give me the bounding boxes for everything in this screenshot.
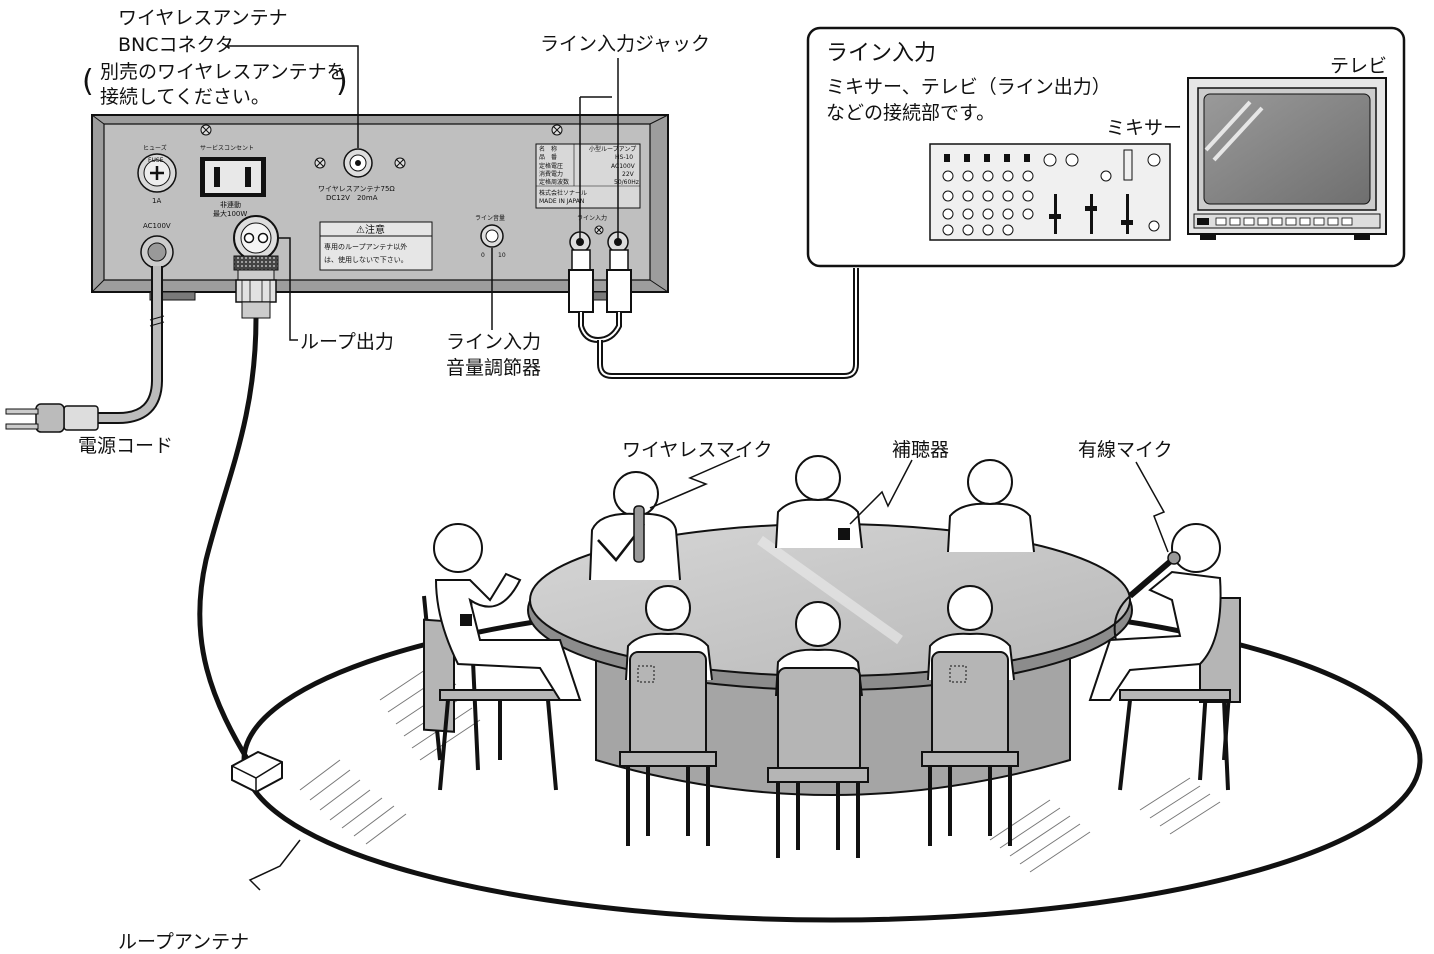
line-volume-label-1: ライン入力 bbox=[446, 331, 541, 353]
service-outlet[interactable] bbox=[200, 157, 266, 197]
rating-key: 品 番 bbox=[539, 154, 557, 161]
rating-key: 名 称 bbox=[539, 145, 557, 153]
antenna-spec: ワイヤレスアンテナ75Ω bbox=[318, 185, 395, 193]
caution-line-2: は、使用しないで下さい。 bbox=[324, 255, 408, 264]
bnc-note-1: 別売のワイヤレスアンテナを bbox=[100, 61, 346, 83]
wireless-signal-icon bbox=[849, 459, 913, 525]
maker-name: 株式会社ソナール bbox=[539, 189, 587, 197]
loop-out-label: ループ出力 bbox=[300, 331, 394, 353]
callout-desc-1: ミキサー、テレビ（ライン出力） bbox=[826, 76, 1111, 98]
person-back-left bbox=[589, 471, 681, 581]
bnc-label-line-1: ワイヤレスアンテナ bbox=[118, 7, 288, 29]
person-right-side bbox=[1088, 523, 1241, 791]
loop-antenna-label: ループアンテナ bbox=[118, 931, 249, 953]
screw-icon bbox=[314, 157, 326, 169]
power-cord bbox=[96, 266, 165, 424]
wireless-mic-icon bbox=[633, 505, 645, 563]
loop-antenna-cable bbox=[197, 317, 259, 772]
line-input-label: ライン入力 bbox=[577, 214, 607, 222]
wired-mic-label: 有線マイク bbox=[1078, 439, 1173, 461]
bnc-label-line-2: BNCコネクタ bbox=[118, 34, 234, 56]
callout-title: ライン入力 bbox=[826, 41, 936, 66]
amplifier-rear-panel: ヒューズ FUSE 1A サービスコンセント 非連動 最大100W AC100V bbox=[91, 114, 669, 319]
rating-key: 定格周波数 bbox=[539, 178, 569, 186]
paren-close: ) bbox=[336, 64, 348, 99]
rating-value: HS-10 bbox=[615, 154, 633, 161]
screw-icon bbox=[594, 225, 604, 235]
fuse-label: ヒューズ bbox=[143, 144, 167, 152]
line-volume-label: ライン音量 bbox=[475, 214, 505, 222]
line-input-jack-right[interactable] bbox=[607, 231, 629, 253]
paren-open: ( bbox=[82, 64, 94, 99]
wired-mic-icon bbox=[1113, 551, 1181, 641]
wireless-mic-label: ワイヤレスマイク bbox=[622, 439, 772, 461]
antenna-power: DC12V 20mA bbox=[326, 194, 378, 202]
callout-desc-2: などの接続部です。 bbox=[826, 102, 995, 124]
non-linked-label: 非連動 bbox=[220, 200, 241, 209]
rating-value: AC100V bbox=[611, 163, 636, 170]
wired-signal-icon bbox=[1135, 461, 1169, 553]
power-plug-icon bbox=[5, 403, 99, 433]
tv-label: テレビ bbox=[1330, 55, 1387, 77]
line-volume-label-2: 音量調節器 bbox=[446, 357, 541, 379]
person-front-right bbox=[921, 585, 1019, 846]
hearing-aid-icon bbox=[949, 665, 967, 683]
hearing-aid-icon bbox=[637, 665, 655, 683]
power-cord-gland bbox=[140, 235, 174, 269]
max-power-label: 最大100W bbox=[213, 209, 247, 218]
rating-value: 22V bbox=[622, 171, 635, 178]
volume-min: 0 bbox=[481, 252, 485, 259]
screw-icon bbox=[551, 124, 563, 136]
screw-icon bbox=[394, 157, 406, 169]
power-cord-label: 電源コード bbox=[78, 435, 173, 457]
hearing-aid-icon bbox=[460, 614, 472, 626]
person-back-right bbox=[947, 459, 1035, 553]
mixer-icon bbox=[929, 143, 1171, 241]
rating-value: 小型ループアンプ bbox=[589, 145, 636, 153]
caution-title: ⚠注意 bbox=[356, 223, 385, 236]
bnc-connector[interactable] bbox=[343, 148, 373, 178]
bnc-note-2: 接続してください。 bbox=[100, 86, 270, 108]
fuse-mark: FUSE bbox=[148, 157, 164, 164]
volume-max: 10 bbox=[498, 252, 506, 259]
service-outlet-label: サービスコンセント bbox=[200, 144, 254, 152]
person-front-left bbox=[619, 585, 717, 846]
rating-key: 消費電力 bbox=[539, 170, 563, 178]
wireless-signal-icon bbox=[649, 455, 741, 509]
hearing-aid-label: 補聴器 bbox=[892, 439, 949, 461]
rating-key: 定格電圧 bbox=[539, 162, 563, 170]
mixer-label: ミキサー bbox=[1106, 117, 1182, 139]
rca-plugs bbox=[568, 249, 632, 344]
rating-value: 50/60Hz bbox=[614, 179, 639, 186]
fuse-holder[interactable] bbox=[137, 153, 177, 193]
caution-label bbox=[319, 221, 433, 271]
person-front-center bbox=[767, 601, 869, 858]
fuse-rating: 1A bbox=[152, 197, 161, 205]
antenna-junction-box bbox=[231, 750, 283, 794]
television-icon bbox=[1187, 77, 1387, 240]
line-jack-label: ライン入力ジャック bbox=[540, 33, 710, 55]
caution-line-1: 専用のループアンテナ以外 bbox=[324, 242, 407, 251]
screw-icon bbox=[200, 124, 212, 136]
rating-plate bbox=[535, 143, 641, 209]
hearing-aid-icon bbox=[838, 528, 850, 540]
person-left-side bbox=[422, 523, 582, 791]
person-back-center bbox=[775, 455, 863, 549]
loop-output-connector[interactable] bbox=[233, 215, 279, 319]
line-volume-knob[interactable] bbox=[480, 224, 504, 248]
ac-voltage-label: AC100V bbox=[143, 222, 171, 230]
made-in: MADE IN JAPAN bbox=[539, 198, 584, 205]
